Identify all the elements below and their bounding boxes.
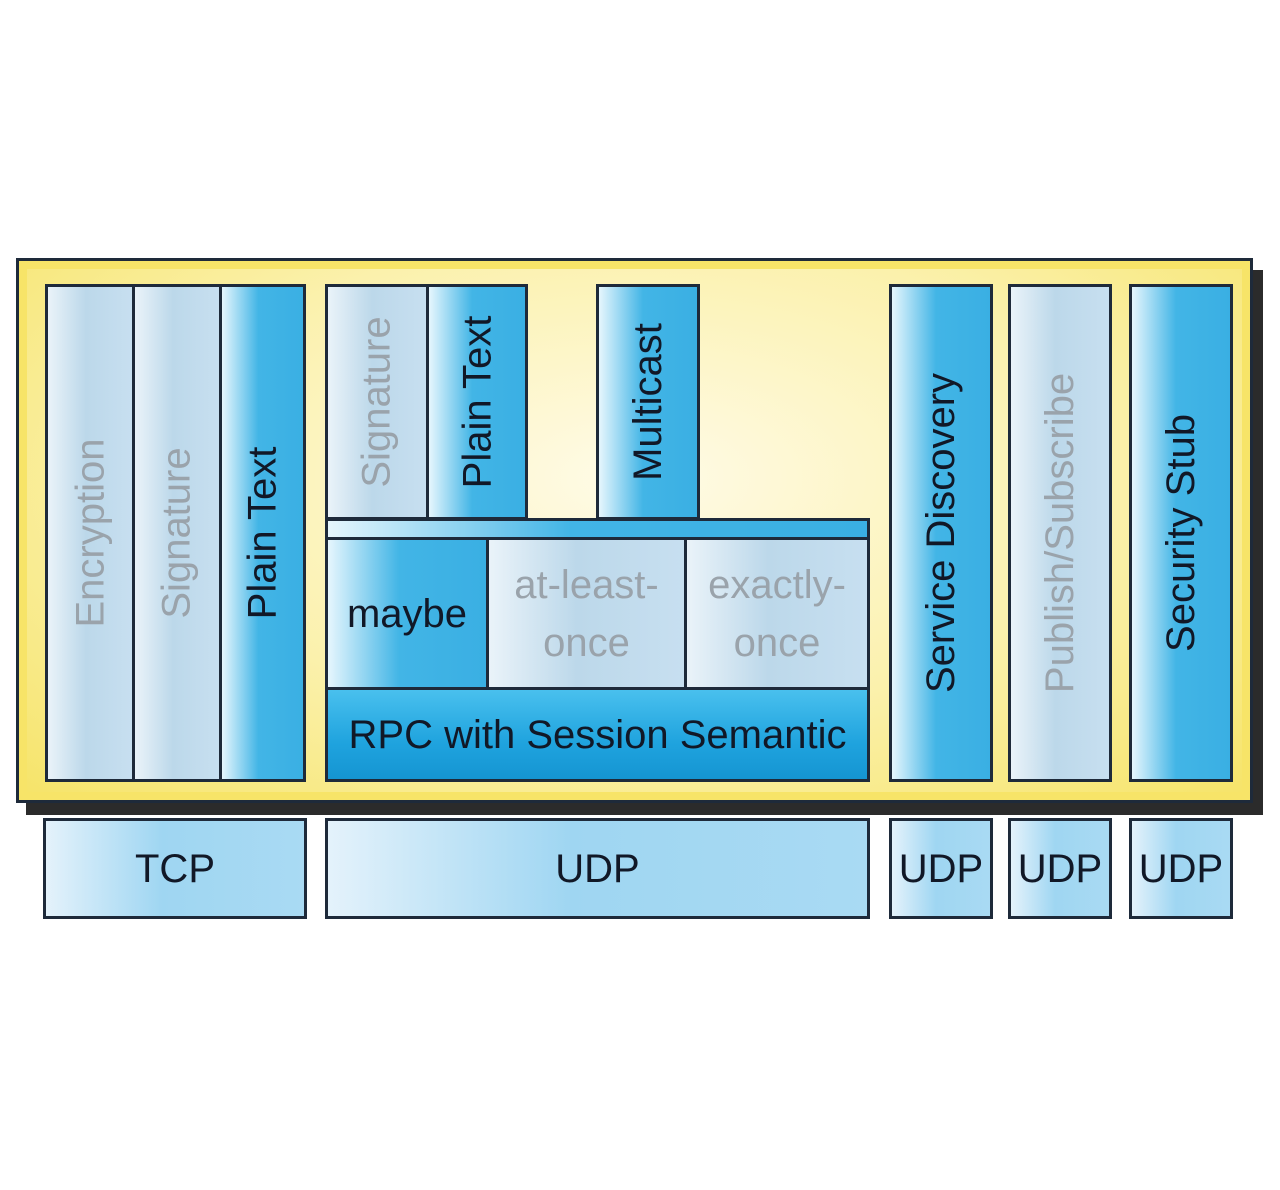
service-discovery-layer: Service Discovery <box>889 284 993 782</box>
at-least-once-line1: at-least- <box>514 562 659 607</box>
signature-layer: Signature <box>132 284 222 782</box>
multicast-layer: Multicast <box>596 284 700 520</box>
encryption-layer: Encryption <box>45 284 135 782</box>
rpc-session-layer: RPC with Session Semantic <box>325 687 870 782</box>
at-least-once-semantic: at-least- once <box>486 537 687 690</box>
tcp-label: TCP <box>135 846 215 891</box>
maybe-semantic: maybe <box>325 537 489 690</box>
plain-text-label-2: Plain Text <box>455 315 500 489</box>
rpc-label: RPC with Session Semantic <box>348 712 847 757</box>
exactly-once-line1: exactly- <box>708 562 846 607</box>
security-stub-layer: Security Stub <box>1129 284 1233 782</box>
udp-transport-security-stub: UDP <box>1129 818 1233 919</box>
exactly-once-line2: once <box>733 620 821 665</box>
security-stub-label: Security Stub <box>1159 414 1204 652</box>
signature-label-2: Signature <box>355 316 400 488</box>
udp-label-publish-subscribe: UDP <box>1017 846 1103 891</box>
udp-transport-service-discovery: UDP <box>889 818 993 919</box>
multicast-label: Multicast <box>626 323 670 481</box>
publish-subscribe-label: Publish/Subscribe <box>1038 372 1082 694</box>
udp-label-main: UDP <box>555 846 640 891</box>
plain-text-label: Plain Text <box>240 446 285 620</box>
maybe-label: maybe <box>346 591 468 636</box>
exactly-once-semantic: exactly- once <box>684 537 870 690</box>
signature-label: Signature <box>155 447 200 619</box>
plain-text-layer-2: Plain Text <box>426 284 528 520</box>
publish-subscribe-layer: Publish/Subscribe <box>1008 284 1112 782</box>
plain-text-layer: Plain Text <box>219 284 306 782</box>
signature-layer-2: Signature <box>325 284 429 520</box>
encryption-label: Encryption <box>68 438 113 628</box>
udp-transport-main: UDP <box>325 818 870 919</box>
udp-transport-publish-subscribe: UDP <box>1008 818 1112 919</box>
udp-label-security-stub: UDP <box>1138 846 1224 891</box>
at-least-once-line2: once <box>543 620 630 665</box>
udp-label-service-discovery: UDP <box>898 846 984 891</box>
tcp-transport: TCP <box>43 818 307 919</box>
service-discovery-label: Service Discovery <box>919 372 964 694</box>
